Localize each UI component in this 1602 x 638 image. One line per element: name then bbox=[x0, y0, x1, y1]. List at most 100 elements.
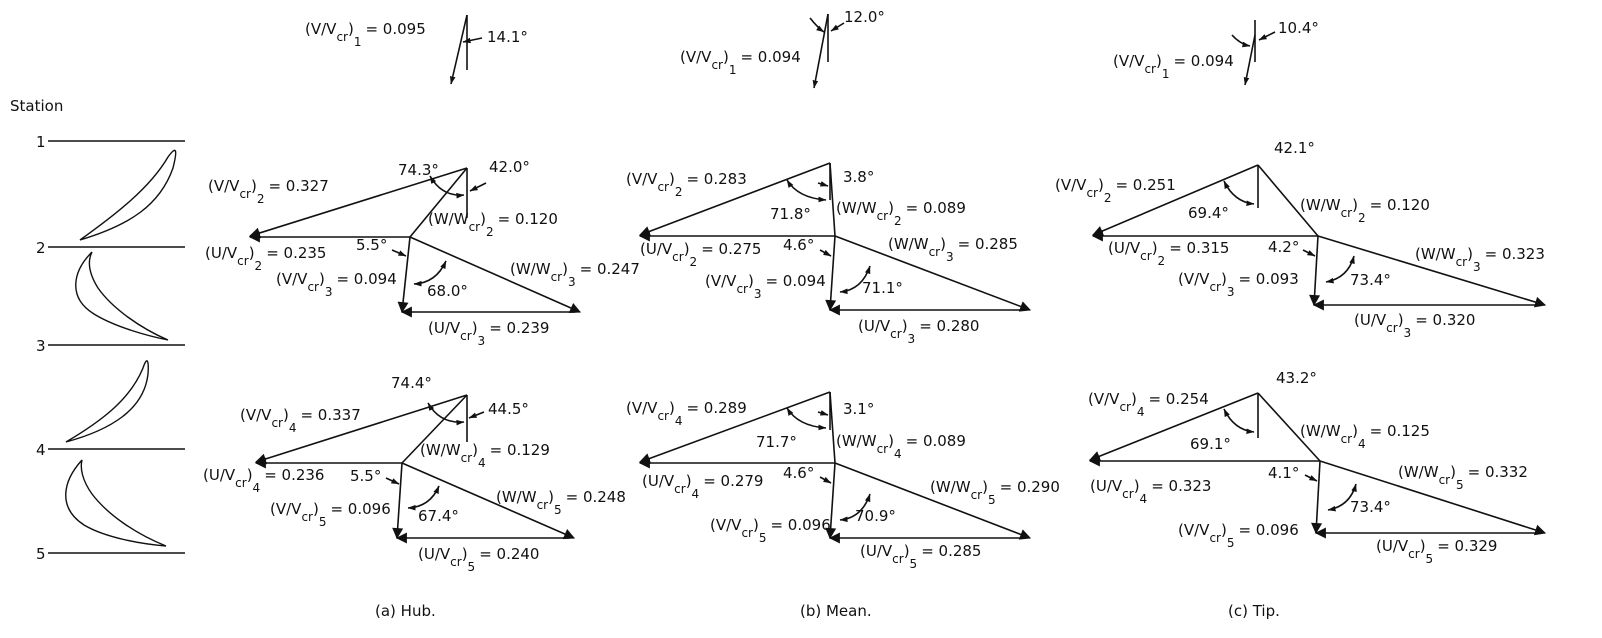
angle-w3: 73.4° bbox=[1350, 271, 1391, 289]
w3-label: (W/Wcr)3= 0.323 bbox=[1415, 245, 1545, 274]
station-number-2: 2 bbox=[36, 239, 46, 257]
absolute-velocity-v5 bbox=[392, 462, 404, 540]
angle-arc-w3 bbox=[839, 265, 871, 295]
w4-label: (W/Wcr)4= 0.129 bbox=[420, 441, 550, 470]
angle-w3: 71.1° bbox=[862, 279, 903, 297]
angle-v4: 74.4° bbox=[391, 374, 432, 392]
inlet-flow-angle: 10.4° bbox=[1278, 19, 1319, 37]
stator-blade-1 bbox=[79, 149, 177, 241]
angle-pointer-v5 bbox=[1304, 474, 1318, 482]
inlet-angle-arc bbox=[1231, 34, 1251, 48]
w5-label: (W/Wcr)5= 0.332 bbox=[1398, 463, 1528, 492]
w2-label: (W/Wcr)2= 0.120 bbox=[1300, 196, 1430, 225]
stator-blade-2 bbox=[65, 360, 149, 443]
angle-w5: 67.4° bbox=[418, 507, 459, 525]
angle-w2: 42.1° bbox=[1274, 139, 1315, 157]
u4-label: (U/Vcr)4= 0.236 bbox=[203, 466, 324, 495]
relative-velocity-w2 bbox=[829, 162, 836, 237]
angle-w5: 70.9° bbox=[855, 507, 896, 525]
angle-arc-v4 bbox=[786, 407, 827, 431]
u5-label: (U/Vcr)5= 0.240 bbox=[418, 545, 539, 574]
hub-inlet-triangle: (V/Vcr)1= 0.095 14.1° bbox=[305, 14, 528, 85]
relative-velocity-w4 bbox=[829, 391, 836, 464]
v4-label: (V/Vcr)4= 0.337 bbox=[240, 406, 361, 435]
angle-arc-w3 bbox=[1325, 255, 1355, 284]
hub-stage2-triangle: (V/Vcr)4= 0.337 (U/Vcr)4= 0.236 (W/Wcr)4… bbox=[203, 374, 626, 574]
angle-v3: 4.2° bbox=[1268, 238, 1299, 256]
relative-velocity-w5 bbox=[1319, 460, 1547, 536]
v4-label: (V/Vcr)4= 0.289 bbox=[626, 399, 747, 428]
station-number-5: 5 bbox=[36, 545, 46, 563]
v5-label: (V/Vcr)5= 0.096 bbox=[710, 516, 831, 545]
angle-v3: 4.6° bbox=[783, 236, 814, 254]
station-heading: Station bbox=[10, 97, 63, 115]
rotor-blade-2 bbox=[65, 459, 167, 547]
v2-label: (V/Vcr)2= 0.251 bbox=[1055, 176, 1176, 205]
angle-w3: 68.0° bbox=[427, 282, 468, 300]
hub-stage1-triangle: (V/Vcr)2= 0.327 (U/Vcr)2= 0.235 (W/Wcr)2… bbox=[205, 158, 640, 348]
inlet-velocity-label: (V/Vcr)1= 0.095 bbox=[305, 20, 426, 49]
inlet-velocity-label: (V/Vcr)1= 0.094 bbox=[1113, 52, 1234, 81]
station-number-1: 1 bbox=[36, 133, 46, 151]
angle-pointer-w2 bbox=[469, 182, 487, 192]
w2-label: (W/Wcr)2= 0.120 bbox=[428, 210, 558, 239]
angle-pointer-v3 bbox=[1302, 249, 1316, 257]
absolute-velocity-v5 bbox=[1311, 460, 1323, 535]
inlet-flow-angle: 12.0° bbox=[844, 8, 885, 26]
w4-label: (W/Wcr)4= 0.089 bbox=[836, 432, 966, 461]
u5-label: (U/Vcr)5= 0.285 bbox=[860, 542, 981, 571]
angle-w4: 44.5° bbox=[488, 400, 529, 418]
angle-arc-w3 bbox=[413, 260, 447, 287]
tip-inlet-triangle: (V/Vcr)1= 0.094 10.4° bbox=[1113, 19, 1319, 86]
inlet-angle-pointer bbox=[1258, 31, 1276, 41]
inlet-velocity-arrow bbox=[1243, 34, 1256, 86]
absolute-velocity-v4 bbox=[1088, 392, 1259, 462]
relative-velocity-w3 bbox=[409, 236, 582, 314]
angle-pointer-w4 bbox=[817, 410, 829, 416]
station-number-3: 3 bbox=[36, 337, 46, 355]
angle-v4: 71.7° bbox=[756, 433, 797, 451]
w5-label: (W/Wcr)5= 0.248 bbox=[496, 488, 626, 517]
absolute-velocity-v3 bbox=[397, 236, 411, 314]
angle-w2: 42.0° bbox=[489, 158, 530, 176]
panel-mean: (V/Vcr)1= 0.094 12.0° (V/Vcr)2= 0.283 (U… bbox=[626, 8, 1060, 620]
inlet-angle-arc bbox=[809, 17, 825, 33]
inlet-angle-pointer bbox=[830, 22, 845, 32]
rotor-blade-1 bbox=[75, 251, 169, 341]
angle-pointer-w4 bbox=[468, 411, 485, 419]
angle-w5: 73.4° bbox=[1350, 498, 1391, 516]
u2-label: (U/Vcr)2= 0.275 bbox=[640, 240, 761, 269]
angle-pointer-v5 bbox=[385, 477, 400, 485]
angle-v2: 71.8° bbox=[770, 205, 811, 223]
w4-label: (W/Wcr)4= 0.125 bbox=[1300, 422, 1430, 451]
absolute-velocity-v5 bbox=[825, 462, 837, 540]
v2-label: (V/Vcr)2= 0.283 bbox=[626, 170, 747, 199]
angle-v2: 74.3° bbox=[398, 161, 439, 179]
u3-label: (U/Vcr)3= 0.320 bbox=[1354, 311, 1475, 340]
relative-velocity-w3 bbox=[834, 235, 1032, 312]
v5-label: (V/Vcr)5= 0.096 bbox=[270, 500, 391, 529]
relative-velocity-w5 bbox=[401, 462, 576, 540]
v3-label: (V/Vcr)3= 0.094 bbox=[276, 270, 397, 299]
angle-v4: 69.1° bbox=[1190, 435, 1231, 453]
caption-hub: (a) Hub. bbox=[375, 602, 436, 620]
w5-label: (W/Wcr)5= 0.290 bbox=[930, 478, 1060, 507]
angle-arc-v4 bbox=[427, 402, 465, 426]
angle-v5: 5.5° bbox=[350, 467, 381, 485]
mean-inlet-triangle: (V/Vcr)1= 0.094 12.0° bbox=[680, 8, 885, 89]
relative-velocity-w5 bbox=[834, 462, 1032, 540]
inlet-velocity-arrow bbox=[812, 13, 829, 89]
u2-label: (U/Vcr)2= 0.235 bbox=[205, 244, 326, 273]
inlet-velocity-arrow bbox=[449, 14, 468, 85]
angle-arc-v2 bbox=[786, 179, 827, 203]
v4-label: (V/Vcr)4= 0.254 bbox=[1088, 390, 1209, 419]
angle-pointer-v5 bbox=[819, 476, 832, 484]
angle-w4: 3.1° bbox=[843, 400, 874, 418]
relative-velocity-w3 bbox=[1317, 235, 1547, 308]
w2-label: (W/Wcr)2= 0.089 bbox=[836, 199, 966, 228]
panel-tip: (V/Vcr)1= 0.094 10.4° (V/Vcr)2= 0.251 (U… bbox=[1055, 19, 1547, 620]
angle-arc-v2 bbox=[429, 175, 465, 199]
angle-v2: 69.4° bbox=[1188, 204, 1229, 222]
v5-label: (V/Vcr)5= 0.096 bbox=[1178, 521, 1299, 550]
